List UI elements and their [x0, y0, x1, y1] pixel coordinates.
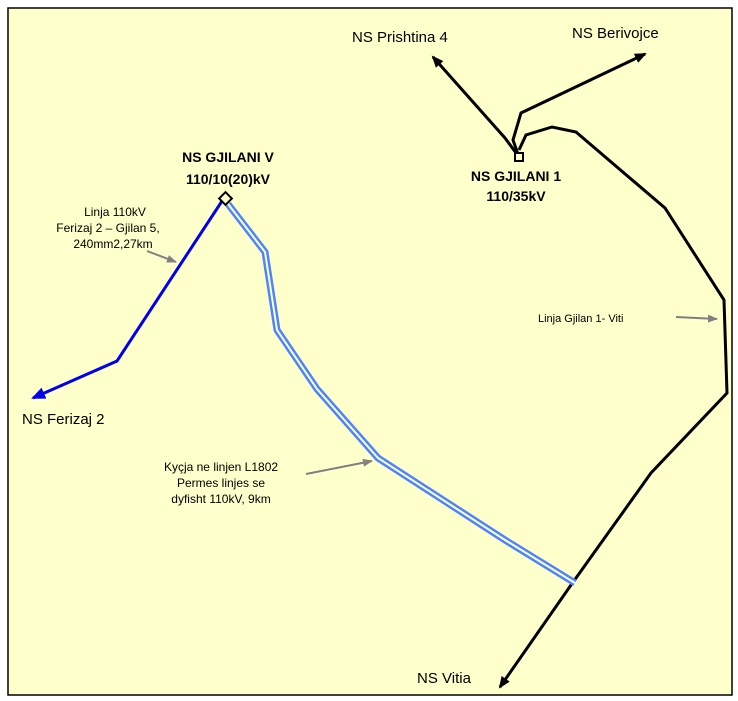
line-to-berivojce [511, 52, 647, 158]
gjilani-v-voltage: 110/10(20)kV [186, 171, 271, 187]
connection-annotation-line3: dyfisht 110kV, 9km [171, 492, 270, 506]
diagram-background [7, 7, 733, 696]
prishtina-label: NS Prishtina 4 [352, 29, 448, 46]
ferizaj-label: NS Ferizaj 2 [22, 411, 105, 428]
gjilani-1-name: NS GJILANI 1 [471, 168, 561, 184]
berivojce-label: NS Berivojce [572, 25, 659, 42]
line-to-prishtina [431, 55, 521, 158]
gjilani-1-voltage: 110/35kV [486, 188, 546, 204]
vitia-label: NS Vitia [417, 670, 472, 687]
line-to-ferizaj [31, 197, 226, 400]
gjilani-v-name: NS GJILANI V [182, 149, 274, 165]
gjilani-1-substation-symbol [514, 152, 524, 162]
double-line-connection [225, 201, 577, 586]
gjilani-v-substation-symbol [217, 190, 234, 207]
viti-annotation: Linja Gjilan 1- Viti [538, 313, 623, 325]
ferizaj-annotation-line1: Linja 110kV [84, 205, 146, 219]
viti-annotation-arrow [675, 314, 718, 323]
ferizaj-annotation-line2: Ferizaj 2 – Gjilan 5, [56, 221, 159, 235]
ferizaj-annotation-line3: 240mm2,27km [73, 237, 152, 251]
line-gjilan1-viti [498, 125, 729, 689]
connection-annotation-line2: Permes linjes se [177, 476, 265, 490]
connection-annotation-line1: Kyçja ne linjen L1802 [164, 460, 278, 474]
connection-annotation-arrow [305, 458, 373, 475]
ferizaj-annotation-arrow [146, 250, 177, 263]
